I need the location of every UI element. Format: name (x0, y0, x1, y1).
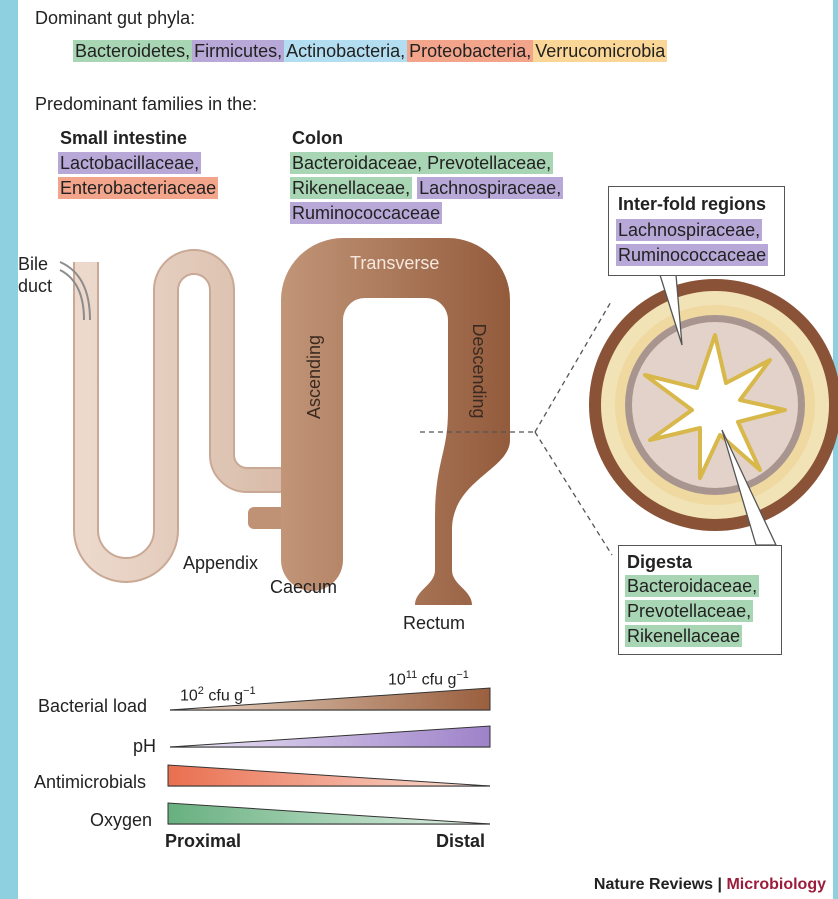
oxygen-label: Oxygen (90, 809, 152, 831)
family-lactobacillaceae: Lactobacillaceae, (58, 152, 201, 174)
digesta-rikenellaceae: Rikenellaceae (625, 625, 742, 647)
load-start-base: 10 (180, 687, 198, 704)
load-start-unit-exp: −1 (243, 685, 256, 697)
colon-family-row-3: Ruminococcaceae (290, 202, 442, 224)
digesta-title: Digesta (627, 551, 692, 573)
load-end-unit-exp: −1 (456, 669, 469, 681)
rectum-label: Rectum (403, 612, 465, 634)
interfold-lachnospiraceae: Lachnospiraceae, (616, 219, 762, 241)
load-start-value: 102 cfu g−1 (180, 680, 256, 707)
ph-label: pH (133, 735, 156, 757)
phylum-verrucomicrobia: Verrucomicrobia (533, 40, 667, 62)
interfold-family-row-2: Ruminococcaceae (616, 244, 768, 266)
interfold-title: Inter-fold regions (618, 193, 766, 215)
antimicrobials-label: Antimicrobials (34, 771, 146, 793)
family-ruminococcaceae: Ruminococcaceae (290, 202, 442, 224)
digesta-family-row-3: Rikenellaceae (625, 625, 742, 647)
family-bacteroidaceae-prevotellaceae: Bacteroidaceae, Prevotellaceae, (290, 152, 553, 174)
antimicrobials-wedge (168, 765, 490, 786)
family-rikenellaceae: Rikenellaceae, (290, 177, 412, 199)
phylum-actinobacteria: Actinobacteria, (284, 40, 407, 62)
descending-label: Descending (468, 321, 490, 421)
small-intestine-family-row-2: Enterobacteriaceae (58, 177, 218, 199)
phylum-bacteroidetes: Bacteroidetes, (73, 40, 192, 62)
colon-title: Colon (292, 127, 343, 149)
families-heading: Predominant families in the: (35, 93, 257, 115)
caecum-label: Caecum (270, 576, 337, 598)
family-lachnospiraceae: Lachnospiraceae, (417, 177, 563, 199)
bacterial-load-label: Bacterial load (38, 695, 147, 717)
interfold-family-row-1: Lachnospiraceae, (616, 219, 762, 241)
colon-family-row-1: Bacteroidaceae, Prevotellaceae, (290, 152, 553, 174)
digesta-bacteroidaceae: Bacteroidaceae, (625, 575, 759, 597)
bile-label: Bile (18, 253, 48, 275)
small-intestine-title: Small intestine (60, 127, 187, 149)
ph-wedge (170, 726, 490, 747)
journal-section: Microbiology (726, 876, 826, 893)
journal-name: Nature Reviews (594, 876, 713, 893)
load-end-base: 10 (388, 671, 406, 688)
digesta-family-row-1: Bacteroidaceae, (625, 575, 759, 597)
interfold-callout: Inter-fold regions Lachnospiraceae, Rumi… (608, 186, 785, 276)
distal-label: Distal (436, 830, 485, 852)
phylum-proteobacteria: Proteobacteria, (407, 40, 533, 62)
transverse-label: Transverse (350, 252, 439, 274)
digesta-family-row-2: Prevotellaceae, (625, 600, 753, 622)
ascending-label: Ascending (303, 327, 325, 427)
phyla-heading: Dominant gut phyla: (35, 7, 195, 29)
load-end-unit: cfu g (417, 671, 456, 688)
interfold-ruminococcaceae: Ruminococcaceae (616, 244, 768, 266)
duct-label: duct (18, 275, 52, 297)
load-start-unit: cfu g (204, 687, 243, 704)
small-intestine-family-row-1: Lactobacillaceae, (58, 152, 201, 174)
oxygen-wedge (168, 803, 490, 824)
digesta-prevotellaceae: Prevotellaceae, (625, 600, 753, 622)
family-enterobacteriaceae: Enterobacteriaceae (58, 177, 218, 199)
credit-separator: | (713, 876, 726, 893)
phyla-list: Bacteroidetes,Firmicutes,Actinobacteria,… (73, 40, 667, 62)
colon-family-row-2: Rikenellaceae, Lachnospiraceae, (290, 177, 563, 199)
journal-credit: Nature Reviews | Microbiology (594, 876, 826, 894)
proximal-label: Proximal (165, 830, 241, 852)
phylum-firmicutes: Firmicutes, (192, 40, 284, 62)
load-end-value: 1011 cfu g−1 (388, 664, 469, 691)
digesta-callout: Digesta Bacteroidaceae, Prevotellaceae, … (618, 545, 782, 655)
load-end-exp: 11 (406, 669, 417, 681)
appendix-label: Appendix (183, 552, 258, 574)
